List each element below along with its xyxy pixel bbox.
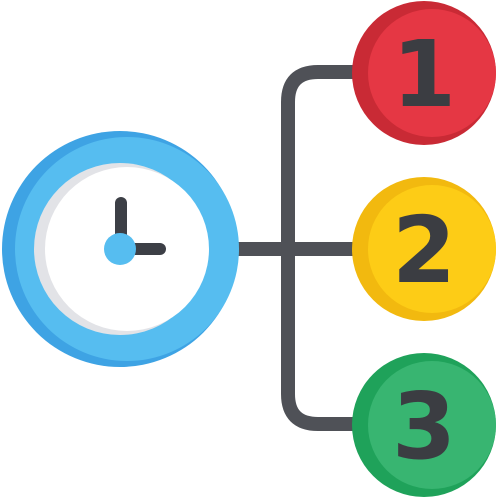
- badge-one-circle: [368, 9, 496, 137]
- badge-one: 1: [352, 1, 496, 145]
- connector-lines: [229, 65, 367, 431]
- clock-center-dot: [104, 233, 136, 265]
- badge-one-label: 1: [392, 21, 456, 128]
- badge-three: 3: [352, 353, 496, 497]
- clock-icon: [2, 131, 239, 367]
- badge-two-label: 2: [392, 197, 456, 304]
- badge-two-circle: [368, 185, 496, 313]
- badge-three-label: 3: [392, 373, 456, 480]
- badge-three-circle: [368, 361, 496, 489]
- badge-two: 2: [352, 177, 496, 321]
